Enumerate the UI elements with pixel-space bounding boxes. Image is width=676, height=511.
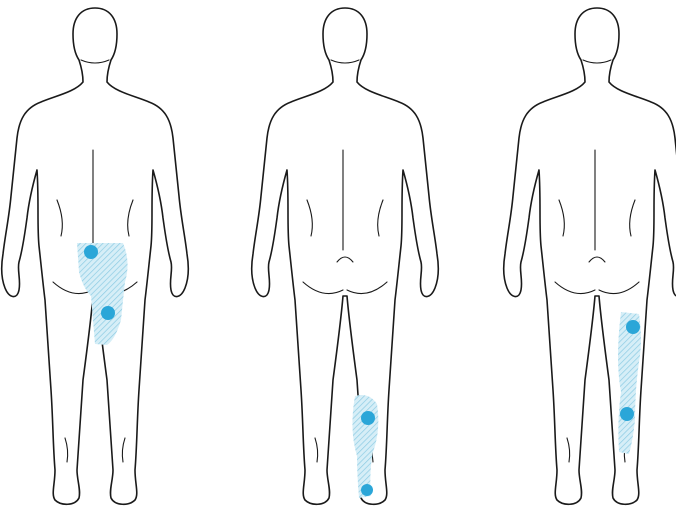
trigger-point-posterior-thigh [101, 306, 115, 320]
trigger-point-lower-back [84, 245, 98, 259]
figure-posterior-3 [497, 0, 676, 511]
figure-posterior-2 [245, 0, 445, 511]
trigger-point-calf [361, 411, 375, 425]
body-outline [504, 8, 676, 504]
trigger-point-heel [361, 484, 373, 496]
body-outline [252, 8, 439, 504]
figure-posterior-1 [0, 0, 195, 511]
trigger-point-lateral-thigh [626, 320, 640, 334]
trigger-point-lateral-knee [620, 407, 634, 421]
